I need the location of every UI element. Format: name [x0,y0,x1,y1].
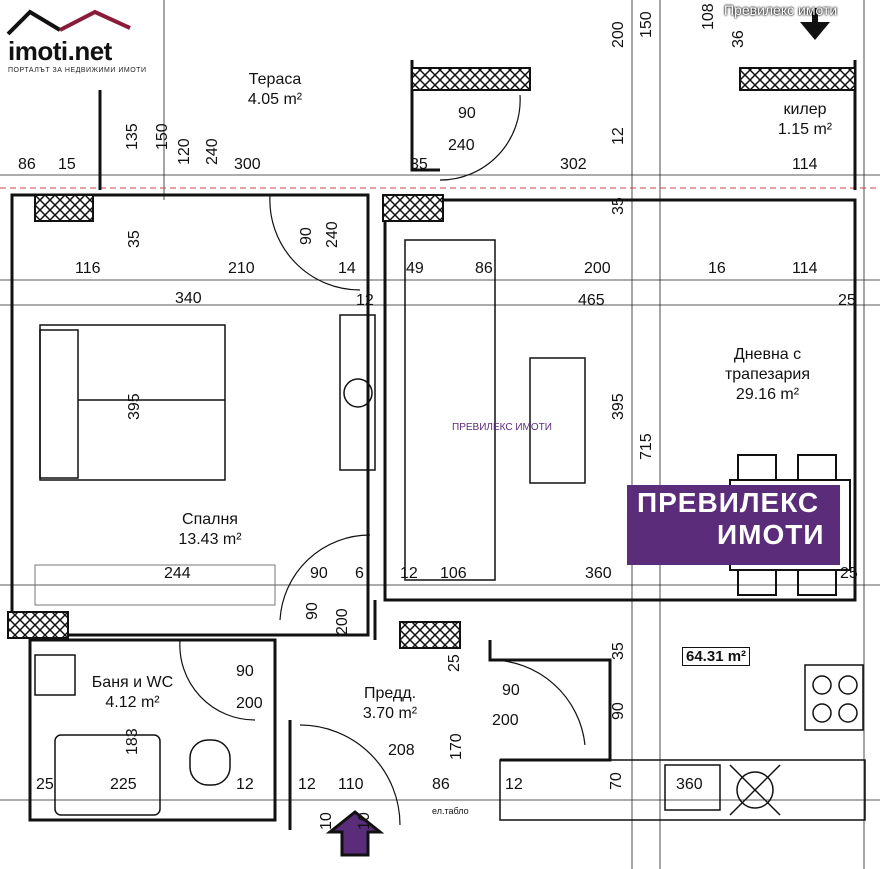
dim-label: 35 [410,156,428,173]
dim-label: 90 [298,227,315,245]
dim-label: 70 [608,772,625,790]
dim-label: 360 [676,776,703,793]
dim-label: 116 [75,260,101,277]
room-name: Тераса [248,71,302,88]
dim-label: 120 [176,138,193,165]
watermark-top: Превилекс имоти [724,2,838,18]
room-name: Дневна с трапезария [724,346,811,383]
room-name: Спалня [182,511,238,528]
dim-label: 10 [356,812,373,830]
dim-label: 12 [505,776,523,793]
dim-label: 240 [204,138,221,165]
dim-label: 6 [355,565,364,582]
dim-label: 300 [234,156,261,173]
dim-label: 150 [154,123,171,150]
logo-brand: imoti.net [8,36,112,66]
dim-label: 395 [126,393,143,420]
dim-label: 465 [578,292,605,309]
dim-label: 200 [334,608,351,635]
dim-label: 15 [58,156,76,173]
dim-label: 25 [36,776,54,793]
room-terrace: Тераса 4.05 m² [240,70,310,110]
room-area: 1.15 m² [777,121,833,138]
dim-label: 225 [110,776,137,793]
room-bedroom: Спалня 13.43 m² [165,510,255,550]
banner-line1: ПРЕВИЛЕКС [637,487,820,518]
dim-label: 715 [638,433,655,460]
dim-label: 200 [236,695,263,712]
room-name: Баня и WC [91,674,174,691]
dim-label: 16 [708,260,726,277]
dim-label: 210 [228,260,255,277]
dim-label: 108 [700,3,717,30]
room-name: килер [783,101,827,118]
room-area: 13.43 m² [178,531,242,548]
dim-label: 86 [475,260,493,277]
dim-label: 12 [298,776,316,793]
dim-label: 25 [838,292,856,309]
room-name: Предд. [363,685,417,702]
dim-label: 12 [356,292,374,309]
dim-label: 12 [236,776,254,793]
dim-label: 90 [610,702,627,720]
room-storage: килер 1.15 m² [770,100,840,140]
panel-label: ел.табло [432,806,469,816]
dim-label: 135 [124,123,141,150]
banner-line2: ИМОТИ [717,519,825,550]
room-area: 29.16 m² [735,386,800,403]
room-area: 4.05 m² [247,91,303,108]
previleks-banner: ПРЕВИЛЕКС ИМОТИ [627,485,840,565]
dim-label: 90 [304,602,321,620]
dim-label: 395 [610,393,627,420]
imoti-logo: imoti.net ПОРТАЛЪТ ЗА НЕДВИЖИМИ ИМОТИ [8,10,168,74]
room-area: 3.70 m² [362,705,418,722]
dim-label: 25 [446,654,463,672]
dim-label: 35 [610,642,627,660]
watermark-center: ПРЕВИЛЕКС ИМОТИ [452,422,552,433]
dim-label: 302 [560,156,587,173]
dim-label: 183 [124,728,141,755]
dim-label: 114 [792,260,818,277]
dim-label: 14 [338,260,356,277]
dim-label: 208 [388,742,415,759]
dim-label: 200 [610,21,627,48]
logo-tagline: ПОРТАЛЪТ ЗА НЕДВИЖИМИ ИМОТИ [8,67,147,74]
dim-label: 90 [502,682,520,699]
dim-label: 360 [585,565,612,582]
dim-label: 240 [448,137,475,154]
room-hall: Предд. 3.70 m² [350,684,430,724]
dim-label: 106 [440,565,467,582]
dim-label: 10 [318,812,335,830]
room-area: 4.12 m² [105,694,160,711]
dim-label: 244 [164,565,191,582]
dim-label: 12 [610,127,627,145]
dim-label: 110 [338,776,364,793]
dim-label: 150 [638,11,655,38]
dim-label: 170 [448,733,465,760]
dim-label: 36 [730,30,747,48]
dim-label: 114 [792,156,818,173]
dim-label: 86 [18,156,36,173]
total-area: 64.31 m² [682,647,751,666]
dim-label: 35 [126,230,143,248]
dim-label: 49 [406,260,424,277]
dim-label: 90 [236,663,254,680]
dim-label: 12 [400,565,418,582]
dim-label: 35 [610,197,627,215]
dim-label: 200 [492,712,519,729]
dim-label: 90 [458,105,476,122]
dim-label: 90 [310,565,328,582]
dim-label: 340 [175,290,202,307]
dim-label: 200 [584,260,611,277]
dim-label: 240 [324,221,341,248]
dim-label: 25 [840,565,858,582]
room-living: Дневна с трапезария 29.16 m² [705,345,830,405]
dim-label: 86 [432,776,450,793]
room-bath: Баня и WC 4.12 m² [75,673,190,713]
